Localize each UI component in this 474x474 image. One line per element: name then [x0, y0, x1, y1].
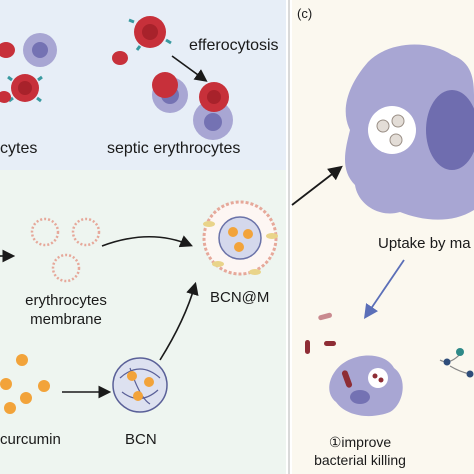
efferocytosis-label: efferocytosis	[189, 37, 279, 54]
erythrocyte-membrane-vesicles	[30, 217, 101, 283]
membrane-label-line1: erythrocytes	[25, 292, 107, 309]
bcn-to-bcnm-arrow	[159, 281, 199, 361]
large-macrophage	[345, 44, 474, 220]
curcumin-label: curcumin	[0, 431, 61, 448]
erythrocytes-partial-label: cytes	[0, 140, 38, 157]
improve-killing-label: ①improve bacterial killing	[298, 433, 422, 469]
curcumin-dots	[0, 354, 50, 414]
membrane-to-bcnm-arrow	[101, 235, 193, 248]
membrane-label-line2: membrane	[30, 311, 102, 328]
erythrocyte-icon	[0, 42, 15, 58]
molecule-icon	[439, 348, 474, 378]
small-macrophage	[329, 355, 403, 417]
erythrocyte-icon	[0, 91, 11, 103]
to-killing-arrow	[363, 259, 405, 319]
bacterium-icon	[318, 312, 332, 321]
bcn-label: BCN	[125, 431, 157, 448]
uptake-label: Uptake by ma	[378, 235, 471, 252]
to-uptake-arrow	[291, 165, 343, 206]
improve-label-line1: ①improve	[328, 434, 392, 450]
membrane-label: erythrocytes membrane	[6, 291, 126, 329]
improve-label-line2: bacterial killing	[314, 452, 406, 468]
septic-erythrocyte-icon	[152, 72, 178, 98]
bacterium-icon	[324, 341, 336, 346]
panel-c-label: (c)	[297, 6, 313, 21]
bcn-particle	[112, 357, 168, 413]
bcnm-particle	[202, 200, 278, 276]
efferocytosis-arrow	[171, 55, 208, 82]
bcnm-label: BCN@M	[210, 289, 270, 306]
bacterium-icon	[305, 340, 310, 354]
erythrocyte-icon	[112, 51, 128, 65]
septic-erythrocytes-label: septic erythrocytes	[107, 140, 241, 157]
